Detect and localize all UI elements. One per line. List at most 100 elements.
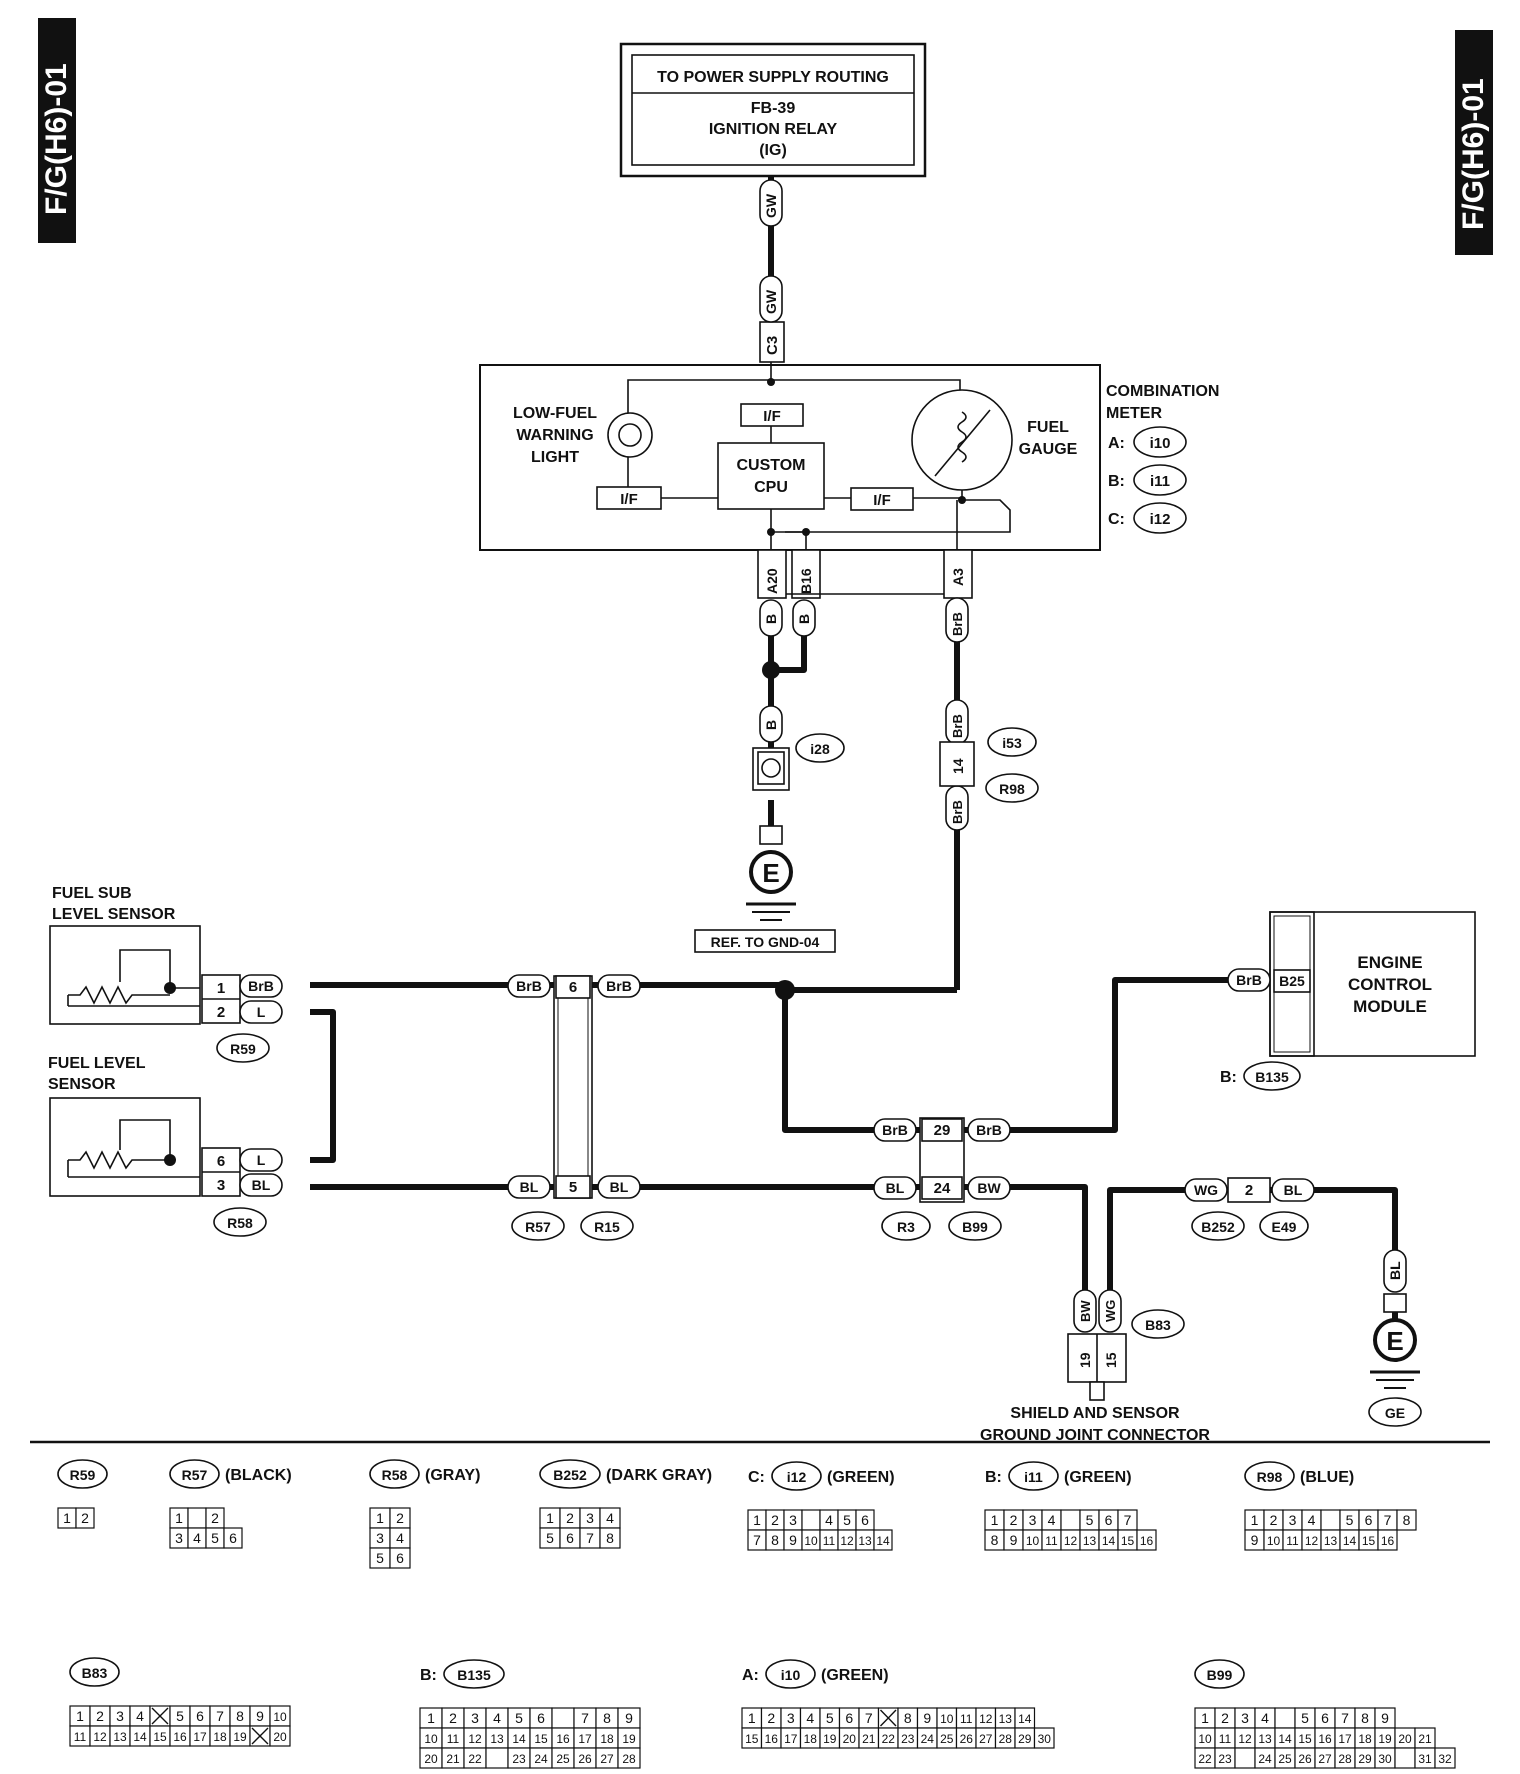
legend-pin-number: 14 xyxy=(512,1732,526,1746)
svg-text:B252: B252 xyxy=(1201,1219,1235,1235)
legend-pin-number: 29 xyxy=(1018,1732,1032,1746)
svg-text:L: L xyxy=(257,1004,266,1020)
legend-id: i10 xyxy=(781,1667,801,1683)
legend-pin-number: 26 xyxy=(1298,1752,1312,1766)
svg-text:B: B xyxy=(763,614,779,624)
legend-pin-number: 11 xyxy=(74,1730,87,1744)
svg-text:WG: WG xyxy=(1103,1300,1118,1322)
svg-text:E: E xyxy=(1386,1326,1403,1356)
legend-pin-number: 8 xyxy=(904,1710,912,1726)
legend-pin-number: 3 xyxy=(787,1710,795,1726)
legend-pin-number: 5 xyxy=(1301,1710,1309,1726)
legend-color: (DARK GRAY) xyxy=(606,1467,712,1484)
legend-pin-number: 9 xyxy=(625,1710,633,1726)
legend-pin-number: 29 xyxy=(1358,1752,1372,1766)
legend-pin-number: 10 xyxy=(273,1710,287,1724)
legend-id-pill xyxy=(1244,1461,1295,1491)
legend-pin-number: 4 xyxy=(825,1512,833,1528)
wires xyxy=(310,176,1398,1320)
legend-pin-number: 3 xyxy=(789,1512,797,1528)
legend-id: B83 xyxy=(82,1665,108,1681)
legend-id: i12 xyxy=(787,1469,807,1485)
legend-pin-number: 5 xyxy=(843,1512,851,1528)
svg-text:GW: GW xyxy=(763,289,779,314)
legend-id: R57 xyxy=(182,1467,208,1483)
legend-pin-number: 22 xyxy=(468,1752,482,1766)
svg-text:FUEL LEVEL: FUEL LEVEL xyxy=(48,1055,146,1072)
page-tag-left: F/G(H6)-01 xyxy=(38,18,76,243)
svg-text:METER: METER xyxy=(1106,405,1162,422)
svg-text:R98: R98 xyxy=(999,781,1025,797)
legend-id: B99 xyxy=(1207,1667,1233,1683)
svg-text:BL: BL xyxy=(252,1177,271,1193)
legend-pin-number: 2 xyxy=(566,1510,574,1526)
legend-pin-number: 1 xyxy=(546,1510,554,1526)
legend-pin-number: 10 xyxy=(1198,1732,1212,1746)
legend-pin-number: 12 xyxy=(979,1712,993,1726)
legend-pin-number: 3 xyxy=(586,1510,594,1526)
svg-text:i10: i10 xyxy=(1150,435,1171,452)
svg-text:FB-39: FB-39 xyxy=(751,100,796,117)
legend-pin-number: 1 xyxy=(1251,1512,1259,1528)
svg-text:A:: A: xyxy=(1108,435,1125,452)
legend-pin-number: 17 xyxy=(1338,1732,1352,1746)
legend-pin-number: 6 xyxy=(1321,1710,1329,1726)
legend-pin-number: 5 xyxy=(376,1550,384,1566)
legend-pin-number: 9 xyxy=(256,1708,264,1724)
svg-text:WARNING: WARNING xyxy=(516,427,593,444)
legend-pin-number: 7 xyxy=(1384,1512,1392,1528)
legend-pin-number: 20 xyxy=(273,1730,287,1744)
svg-text:REF. TO GND-04: REF. TO GND-04 xyxy=(711,934,820,950)
legend-pin-number: 5 xyxy=(211,1530,219,1546)
legend-pin-number: 25 xyxy=(556,1752,570,1766)
legend-pin-number: 6 xyxy=(566,1530,574,1546)
legend-pin-number: 3 xyxy=(1029,1512,1037,1528)
legend-id-pill xyxy=(443,1659,505,1689)
legend-prefix: B: xyxy=(420,1667,437,1684)
legend-pin-number: 15 xyxy=(745,1732,759,1746)
legend-pin-number: 1 xyxy=(1201,1710,1209,1726)
legend-pin-number: 1 xyxy=(376,1510,384,1526)
legend-id: i11 xyxy=(1024,1469,1043,1485)
legend-pin-blocked xyxy=(879,1709,897,1727)
legend-pin-number: 16 xyxy=(556,1732,570,1746)
svg-text:BL: BL xyxy=(610,1179,629,1195)
legend-pin-number: 10 xyxy=(1026,1534,1040,1548)
legend-pin-number: 1 xyxy=(63,1510,71,1526)
svg-text:IGNITION RELAY: IGNITION RELAY xyxy=(709,121,838,138)
legend-pin-number: 10 xyxy=(804,1534,818,1548)
legend-pin-number: 11 xyxy=(447,1732,460,1746)
legend-pin-cell xyxy=(1234,1747,1256,1769)
legend-pin-cell xyxy=(873,1529,893,1551)
legend-pin-cell xyxy=(389,1547,411,1569)
svg-text:FUEL SUB: FUEL SUB xyxy=(52,885,132,902)
legend-pin-number: 13 xyxy=(113,1730,127,1744)
r57-r15-connector: 6 5 BrB BrB BL BL R57 R15 xyxy=(507,974,641,1241)
legend-pin-number: 17 xyxy=(578,1732,592,1746)
legend-pin-number: 12 xyxy=(1238,1732,1252,1746)
legend-pin-number: 16 xyxy=(1318,1732,1332,1746)
svg-text:B135: B135 xyxy=(1255,1069,1289,1085)
legend-pin-cell xyxy=(485,1747,509,1769)
legend-pin-number: 8 xyxy=(991,1532,999,1548)
legend-id: B252 xyxy=(553,1467,587,1483)
legend-pin-number: 32 xyxy=(1438,1752,1452,1766)
legend-pin-number: 8 xyxy=(771,1532,779,1548)
legend-pin-number: 13 xyxy=(1258,1732,1272,1746)
svg-text:CPU: CPU xyxy=(754,479,788,496)
svg-text:BrB: BrB xyxy=(248,978,274,994)
svg-text:BL: BL xyxy=(886,1180,905,1196)
svg-text:i53: i53 xyxy=(1002,735,1022,751)
legend-pin-number: 13 xyxy=(1324,1534,1338,1548)
legend-pin-number: 2 xyxy=(1221,1710,1229,1726)
legend-pin-cell xyxy=(187,1507,207,1529)
legend-id: B135 xyxy=(457,1667,491,1683)
svg-text:BrB: BrB xyxy=(1236,972,1262,988)
legend-pin-number: 21 xyxy=(1418,1732,1432,1746)
legend-pin-number: 12 xyxy=(1305,1534,1319,1548)
